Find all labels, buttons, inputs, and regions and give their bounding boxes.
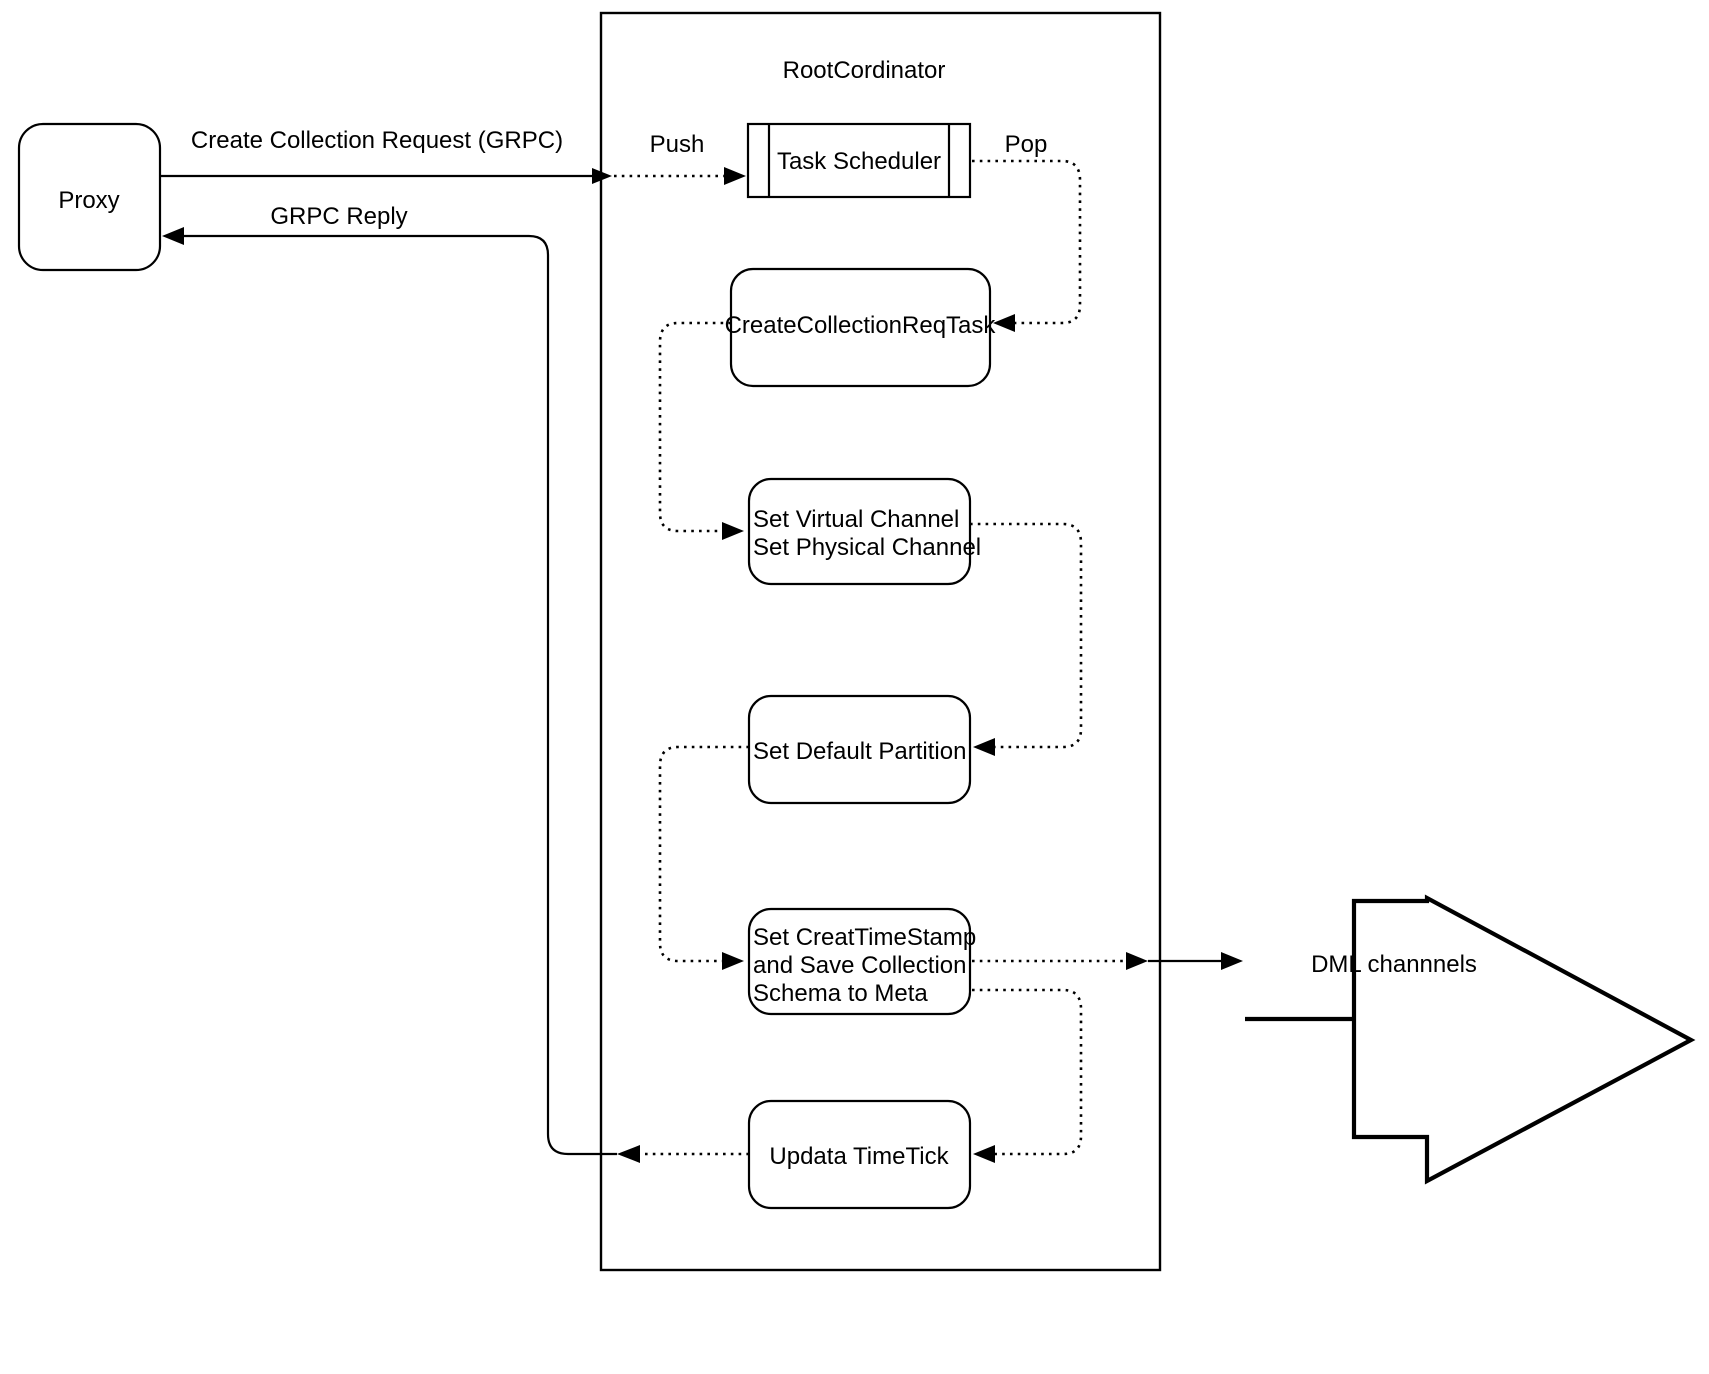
edge-pop: Pop (972, 131, 1082, 332)
edge-default-partition-to-createtimestamp (658, 745, 749, 970)
set-default-partition-label: Set Default Partition (753, 738, 966, 765)
node-updata-timetick[interactable]: Updata TimeTick (747, 1099, 972, 1210)
edge-updata-timetick-out (617, 1145, 749, 1163)
set-channel-label-line-1: Set Virtual Channel (753, 506, 959, 533)
create-collection-req-task-label: CreateCollectionReqTask (725, 312, 997, 339)
updata-timetick-label: Updata TimeTick (769, 1143, 949, 1170)
node-proxy[interactable]: Proxy (17, 122, 162, 272)
task-scheduler-label: Task Scheduler (777, 148, 941, 175)
edge-set-channel-to-default-partition (970, 522, 1083, 756)
edge-push-label: Push (650, 131, 705, 158)
edge-task-to-set-channel (658, 321, 744, 540)
edge-createtimestamp-to-dml (972, 952, 1243, 970)
dml-channels-label: DML channnels (1311, 951, 1477, 978)
set-createtimestamp-label-line-1: Set CreatTimeStamp (753, 924, 976, 951)
set-createtimestamp-label-line-3: Schema to Meta (753, 980, 928, 1007)
edge-create-collection-request-label: Create Collection Request (GRPC) (191, 127, 563, 154)
edge-grpc-reply: GRPC Reply (162, 203, 617, 1156)
proxy-label: Proxy (58, 187, 119, 214)
edge-grpc-reply-label: GRPC Reply (270, 203, 407, 230)
node-dml-channels[interactable]: DML channnels (1245, 894, 1696, 1185)
node-set-channel[interactable]: Set Virtual Channel Set Physical Channel (747, 477, 981, 586)
edge-createtimestamp-to-updata-timetick (972, 988, 1083, 1163)
node-set-createtimestamp[interactable]: Set CreatTimeStamp and Save Collection S… (747, 907, 976, 1016)
node-create-collection-req-task[interactable]: CreateCollectionReqTask (725, 267, 997, 388)
rootcoordinator-label: RootCordinator (783, 57, 946, 84)
node-task-scheduler[interactable]: Task Scheduler (746, 122, 972, 199)
edge-push: Push (614, 131, 746, 185)
edge-create-collection-request: Create Collection Request (GRPC) (160, 127, 612, 184)
set-channel-label-line-2: Set Physical Channel (753, 534, 981, 561)
edge-pop-label: Pop (1005, 131, 1048, 158)
set-createtimestamp-label-line-2: and Save Collection (753, 952, 966, 979)
rootcoordinator-container[interactable]: RootCordinator (599, 11, 1162, 1272)
node-set-default-partition[interactable]: Set Default Partition (747, 694, 972, 805)
